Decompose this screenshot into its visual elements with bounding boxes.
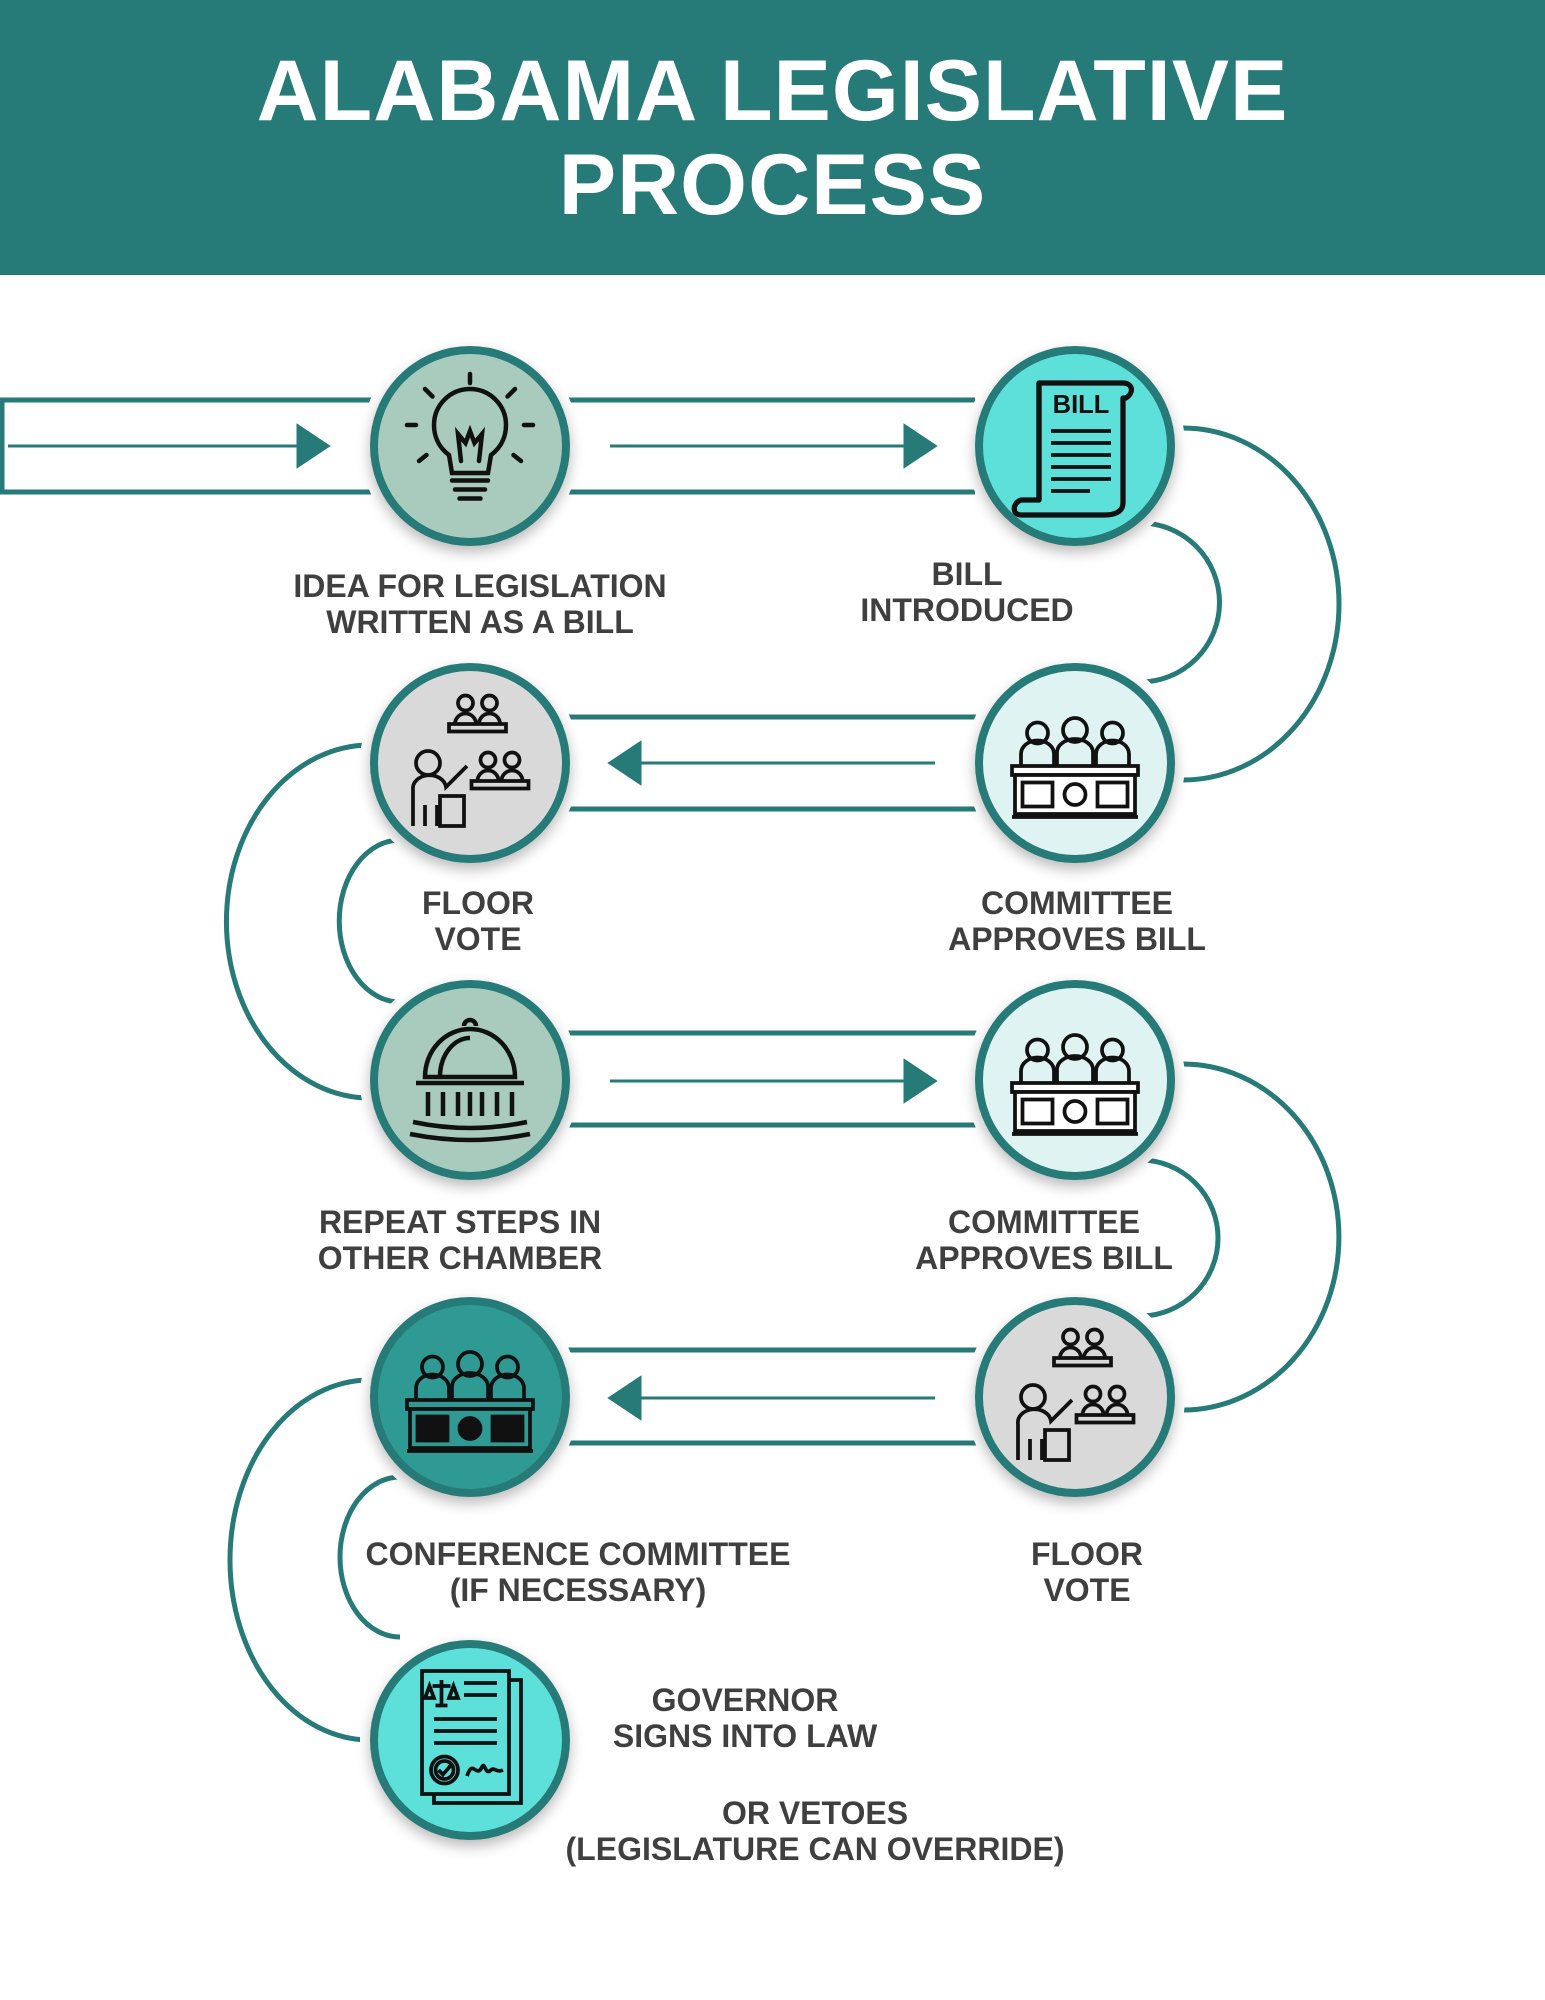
- step-label-committee-1: COMMITTEE APPROVES BILL: [817, 885, 1337, 957]
- title-banner: ALABAMA LEGISLATIVE PROCESS: [0, 0, 1545, 275]
- step-label-governor: GOVERNOR SIGNS INTO LAW: [485, 1682, 1005, 1754]
- step-label-committee-1-line1: COMMITTEE: [981, 885, 1173, 921]
- loop-right-2-outer: [1182, 1061, 1342, 1413]
- speaker-audience-icon: [411, 693, 531, 828]
- arrowhead-1b: [903, 423, 938, 469]
- step-node-governor: [370, 1640, 570, 1840]
- step-label-committee-1-line2: APPROVES BILL: [948, 921, 1206, 957]
- step-label-bill-introduced-line1: BILL: [931, 556, 1003, 592]
- step-label-committee-2-line2: APPROVES BILL: [915, 1240, 1173, 1276]
- arrowhead-3: [903, 1058, 938, 1104]
- arrowhead-2: [607, 740, 642, 786]
- step-node-other-chamber: [370, 980, 570, 1180]
- step-label-governor-line2: SIGNS INTO LAW: [612, 1718, 878, 1754]
- step-node-committee-2: [975, 980, 1175, 1180]
- conference-committee-icon: [405, 1350, 535, 1453]
- step-label-idea-line2: WRITTEN AS A BILL: [326, 604, 634, 640]
- step-node-committee-1: [975, 663, 1175, 863]
- page-title-line-1: ALABAMA LEGISLATIVE: [256, 42, 1289, 139]
- step-label-other-chamber: REPEAT STEPS IN OTHER CHAMBER: [200, 1204, 720, 1276]
- step-node-floor-vote-1: [370, 663, 570, 863]
- step-label-bill-introduced-line2: INTRODUCED: [860, 592, 1074, 628]
- step-label-idea-line1: IDEA FOR LEGISLATION: [293, 568, 667, 604]
- step-label-bill-introduced: BILL INTRODUCED: [707, 556, 1227, 628]
- loop-left-1-inner: [336, 837, 401, 1005]
- step-label-veto-line1: OR VETOES: [721, 1795, 909, 1831]
- loop-right-1-inner: [1139, 520, 1222, 685]
- step-label-other-chamber-line1: REPEAT STEPS IN: [318, 1204, 602, 1240]
- step-label-floor-vote-2: FLOOR VOTE: [827, 1536, 1347, 1608]
- page-title-line-2: PROCESS: [558, 136, 987, 233]
- loop-right-1-outer: [1182, 425, 1342, 783]
- step-label-conference-committee-line2: (IF NECESSARY): [449, 1572, 707, 1608]
- step-label-idea: IDEA FOR LEGISLATION WRITTEN AS A BILL: [220, 568, 740, 640]
- loop-left-2-inner: [337, 1474, 401, 1640]
- step-label-floor-vote-1: FLOOR VOTE: [218, 885, 738, 957]
- step-label-floor-vote-2-line2: VOTE: [1043, 1572, 1131, 1608]
- step-node-conference-committee: [370, 1297, 570, 1497]
- loop-left-2-outer: [227, 1377, 371, 1743]
- step-label-floor-vote-2-line1: FLOOR: [1031, 1536, 1143, 1572]
- step-label-other-chamber-line2: OTHER CHAMBER: [317, 1240, 603, 1276]
- step-label-floor-vote-1-line1: FLOOR: [422, 885, 534, 921]
- step-label-committee-2: COMMITTEE APPROVES BILL: [784, 1204, 1304, 1276]
- speaker-audience-icon: [1016, 1327, 1136, 1462]
- step-label-committee-2-line1: COMMITTEE: [948, 1204, 1140, 1240]
- committee-icon: [1010, 1033, 1140, 1136]
- arrowhead-4: [607, 1375, 642, 1421]
- arrowhead-1a: [296, 423, 331, 469]
- loop-right-2-inner: [1139, 1157, 1221, 1319]
- step-node-floor-vote-2: [975, 1297, 1175, 1497]
- step-label-conference-committee: CONFERENCE COMMITTEE (IF NECESSARY): [318, 1536, 838, 1608]
- step-label-conference-committee-line1: CONFERENCE COMMITTEE: [365, 1536, 791, 1572]
- step-node-idea: [370, 346, 570, 546]
- capitol-dome-icon: [409, 1017, 531, 1143]
- signed-law-document-icon: [420, 1669, 523, 1805]
- svg-text:BILL: BILL: [1053, 391, 1110, 419]
- loop-left-1-outer: [223, 742, 371, 1101]
- lightbulb-icon: [404, 371, 536, 501]
- step-node-bill-introduced: BILL: [975, 346, 1175, 546]
- step-label-floor-vote-1-line2: VOTE: [434, 921, 522, 957]
- step-label-veto: OR VETOES (LEGISLATURE CAN OVERRIDE): [555, 1795, 1075, 1867]
- step-label-veto-line2: (LEGISLATURE CAN OVERRIDE): [565, 1831, 1065, 1867]
- bill-scroll-icon: BILL: [1011, 380, 1135, 518]
- step-label-governor-line1: GOVERNOR: [651, 1682, 839, 1718]
- committee-icon: [1010, 716, 1140, 819]
